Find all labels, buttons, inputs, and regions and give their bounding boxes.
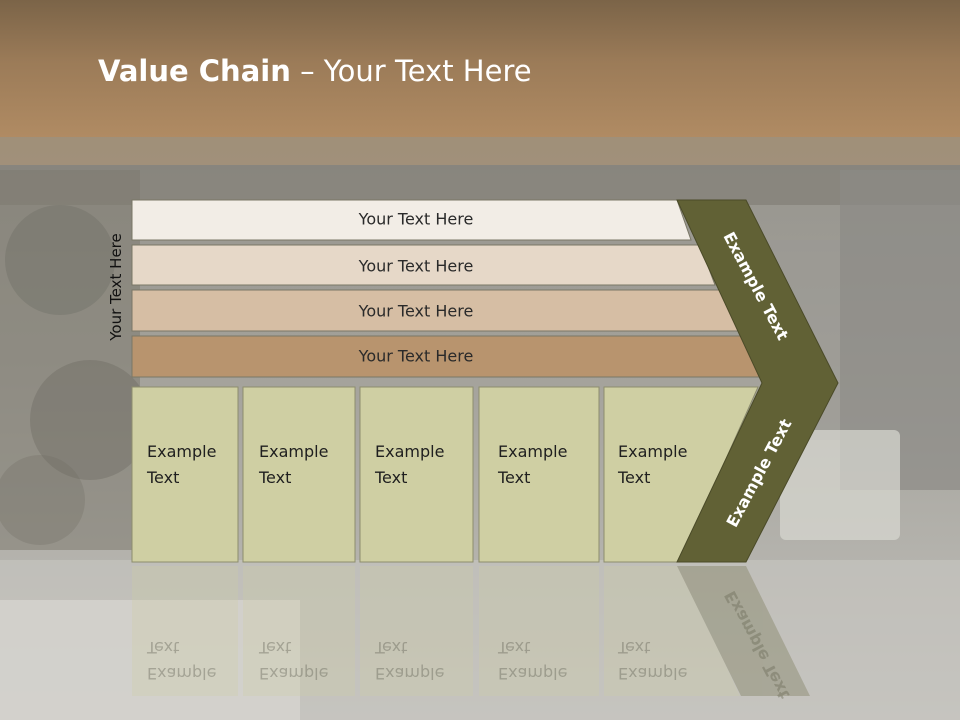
column-5-reflection: Example Text bbox=[618, 634, 718, 686]
column-2[interactable] bbox=[242, 386, 356, 563]
bar-2[interactable] bbox=[131, 244, 716, 286]
column-2-reflection-line1: Example bbox=[259, 664, 329, 683]
column-5-line1: Example bbox=[618, 442, 688, 461]
column-1-reflection-line2: Text bbox=[147, 638, 180, 657]
column-2-reflection: Example Text bbox=[259, 634, 359, 686]
column-3-line2: Text bbox=[375, 468, 408, 487]
column-1-reflection: Example Text bbox=[147, 634, 247, 686]
slide-title: Value Chain – Your Text Here bbox=[98, 54, 532, 88]
bar-1[interactable] bbox=[131, 199, 692, 241]
header-band bbox=[0, 0, 960, 137]
column-4[interactable] bbox=[478, 386, 600, 563]
bar-2-label: Your Text Here bbox=[358, 256, 474, 276]
column-2-reflection-line2: Text bbox=[259, 638, 292, 657]
bar-4-label: Your Text Here bbox=[358, 346, 474, 366]
column-4-reflection-line1: Example bbox=[498, 664, 568, 683]
column-5-line2: Text bbox=[618, 468, 651, 487]
column-5-reflection-line2: Text bbox=[618, 638, 651, 657]
column-1-reflection-line1: Example bbox=[147, 664, 217, 683]
column-1[interactable] bbox=[131, 386, 239, 563]
column-4-reflection: Example Text bbox=[498, 634, 598, 686]
column-4-line2: Text bbox=[498, 468, 531, 487]
reflection-group bbox=[132, 566, 810, 696]
title-bold: Value Chain bbox=[98, 54, 291, 88]
bar-3-label: Your Text Here bbox=[358, 301, 474, 321]
column-3-reflection-line1: Example bbox=[375, 664, 445, 683]
column-4-line1: Example bbox=[498, 442, 568, 461]
side-label: Your Text Here bbox=[107, 233, 125, 341]
header-strip bbox=[0, 137, 960, 165]
column-3[interactable] bbox=[359, 386, 474, 563]
column-2-line2: Text bbox=[259, 468, 292, 487]
column-3-line1: Example bbox=[375, 442, 445, 461]
column-4-reflection-line2: Text bbox=[498, 638, 531, 657]
bar-1-label: Your Text Here bbox=[358, 209, 474, 229]
column-3-reflection-line2: Text bbox=[375, 638, 408, 657]
arrow-chevron[interactable] bbox=[676, 199, 839, 563]
column-2-line1: Example bbox=[259, 442, 329, 461]
column-5-reflection-line1: Example bbox=[618, 664, 688, 683]
column-1-line2: Text bbox=[147, 468, 180, 487]
title-rest: – Your Text Here bbox=[290, 54, 532, 88]
column-1-line1: Example bbox=[147, 442, 217, 461]
column-3-reflection: Example Text bbox=[375, 634, 475, 686]
